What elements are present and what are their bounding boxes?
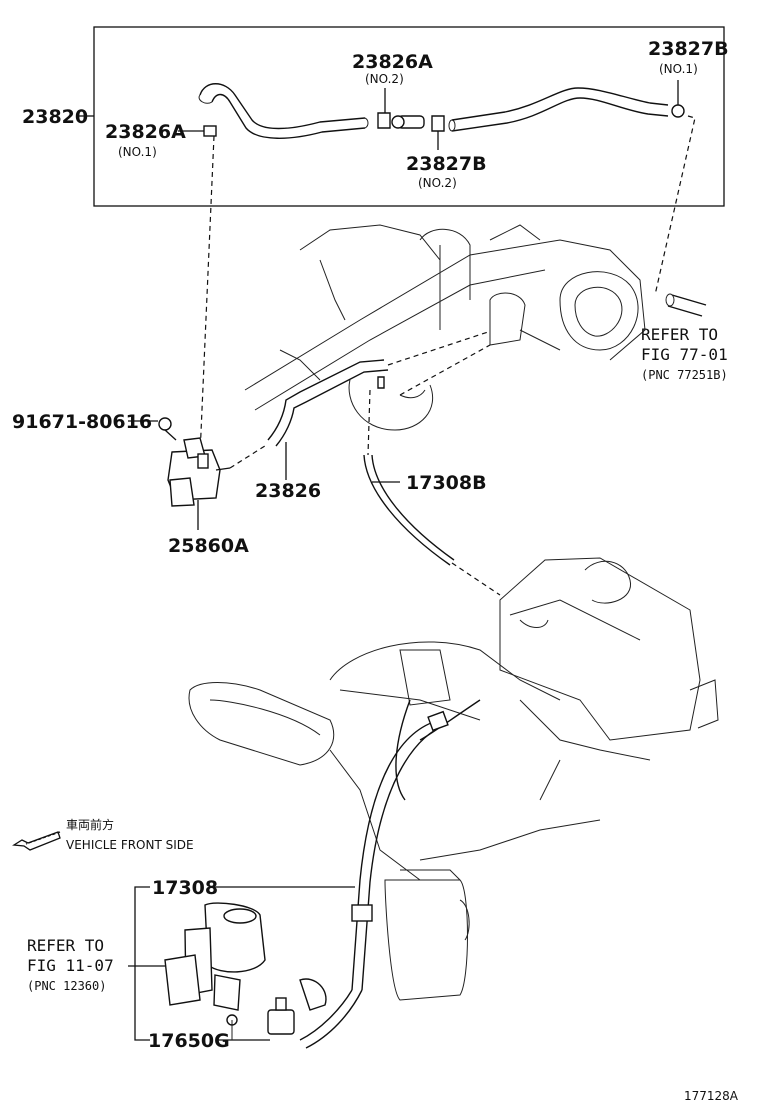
hose-right-in-box — [448, 87, 669, 132]
hose-left-in-box — [198, 83, 369, 139]
callout-23826: 23826 — [255, 480, 321, 502]
clip-23826a-no2 — [377, 88, 391, 129]
callout-23820: 23820 — [22, 106, 88, 128]
callout-23827b-no1-sub: (NO.1) — [659, 62, 698, 76]
clip-23827b-no2 — [431, 115, 445, 150]
bolt-91671 — [128, 417, 177, 441]
reference-fig-77-01-line2: FIG 77-01 — [641, 345, 728, 364]
callout-25860a: 25860A — [168, 535, 249, 557]
engine-mount — [164, 902, 266, 1040]
arrow-left-icon — [12, 831, 61, 851]
clip-23827b-no1 — [671, 80, 685, 118]
callout-23826a-no1: 23826A — [105, 121, 186, 143]
reference-fig-77-01-line1: REFER TO — [641, 325, 718, 344]
callout-23827b-no2-sub: (NO.2) — [418, 176, 457, 190]
vehicle-front-jp: 車両前方 — [66, 817, 114, 832]
clip-23826a-no1 — [178, 125, 217, 137]
reference-fig-11-07-line2: FIG 11-07 — [27, 956, 114, 975]
callout-23826a-no2: 23826A — [352, 51, 433, 73]
pipe-reference-77-01 — [665, 293, 707, 317]
reference-fig-11-07-line3: (PNC 12360) — [27, 979, 106, 993]
figure-id: 177128A — [684, 1089, 739, 1103]
callout-23827b-no1: 23827B — [648, 38, 729, 60]
reference-fig-77-01-line3: (PNC 77251B) — [641, 368, 728, 382]
fuel-tank-frame — [188, 641, 651, 881]
callout-23827b-no2: 23827B — [406, 153, 487, 175]
connector-pipe — [391, 115, 425, 129]
callout-91671-80616: 91671-80616 — [12, 411, 152, 433]
vehicle-front-en: VEHICLE FRONT SIDE — [66, 838, 194, 852]
vsv-17650g — [216, 978, 327, 1041]
battery-box — [384, 869, 470, 1001]
hose-23826 — [267, 359, 389, 480]
callout-23826a-no2-sub: (NO.2) — [365, 72, 404, 86]
reference-fig-11-07-line1: REFER TO — [27, 936, 104, 955]
vsv-25860a — [167, 437, 231, 530]
callout-23826a-no1-sub: (NO.1) — [118, 145, 157, 159]
charcoal-canister — [499, 557, 719, 741]
callout-17308: 17308 — [152, 877, 218, 899]
callout-17308b: 17308B — [406, 472, 487, 494]
callout-17650g: 17650G — [148, 1030, 230, 1052]
engine-outline — [244, 224, 646, 431]
